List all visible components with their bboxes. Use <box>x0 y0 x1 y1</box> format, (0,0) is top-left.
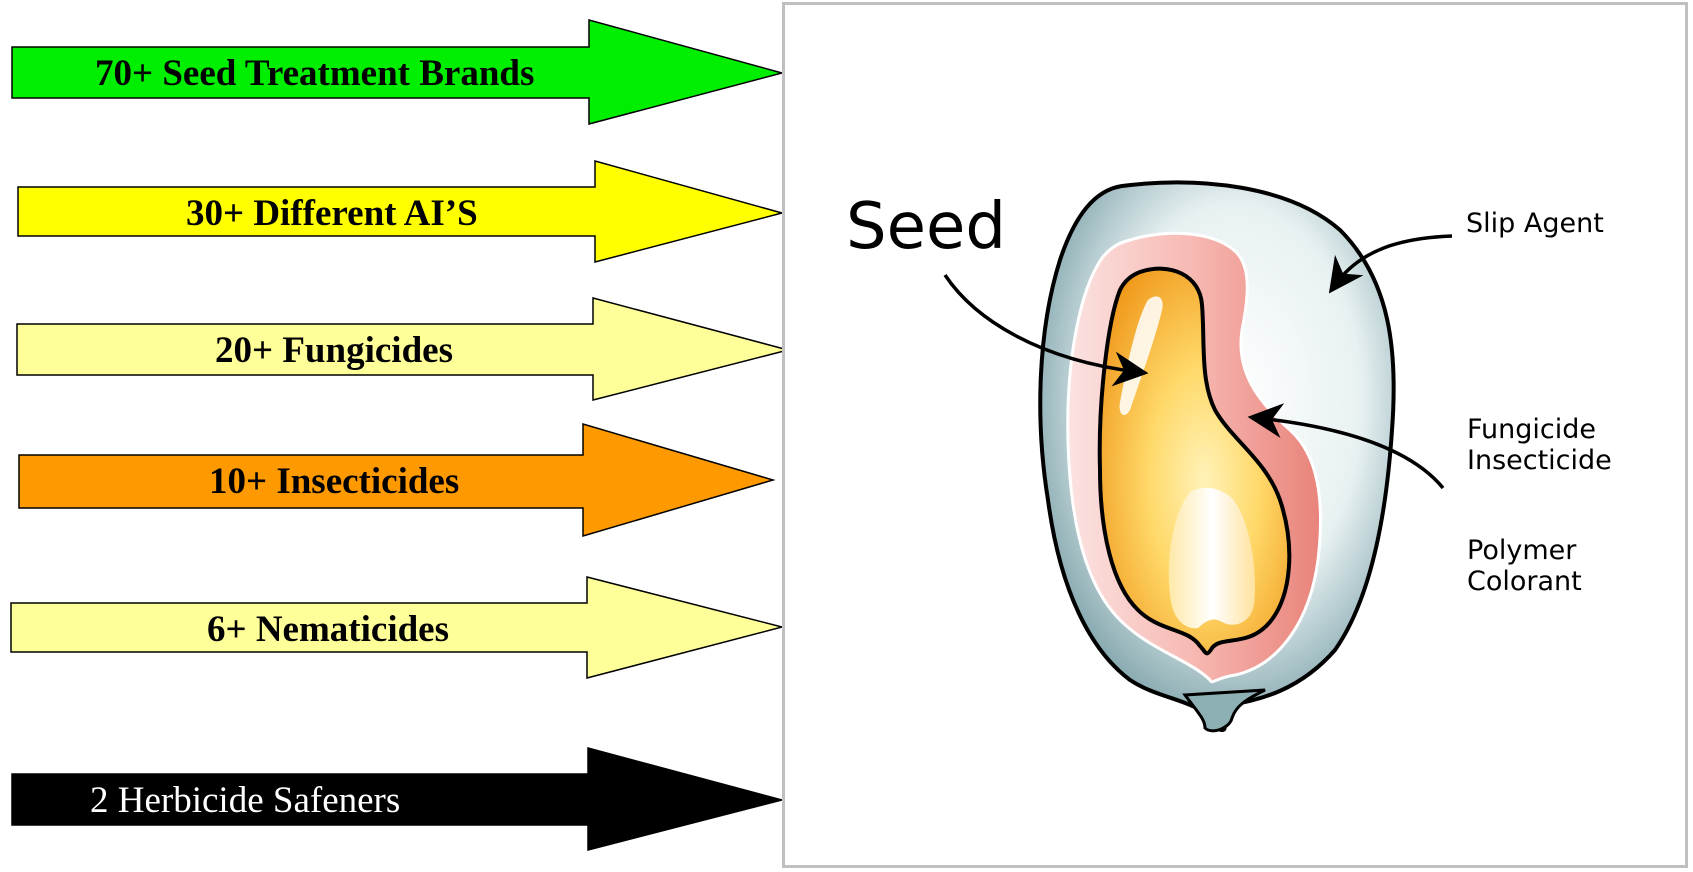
seed-label: Seed <box>846 190 1006 264</box>
seed-tip <box>1185 690 1265 731</box>
colorant-label: Colorant <box>1467 566 1582 597</box>
insecticide-label: Insecticide <box>1467 445 1612 476</box>
polymer-label: Polymer <box>1467 535 1576 566</box>
fungicide-label: Fungicide <box>1467 414 1596 445</box>
slip-agent-label: Slip Agent <box>1466 208 1604 239</box>
